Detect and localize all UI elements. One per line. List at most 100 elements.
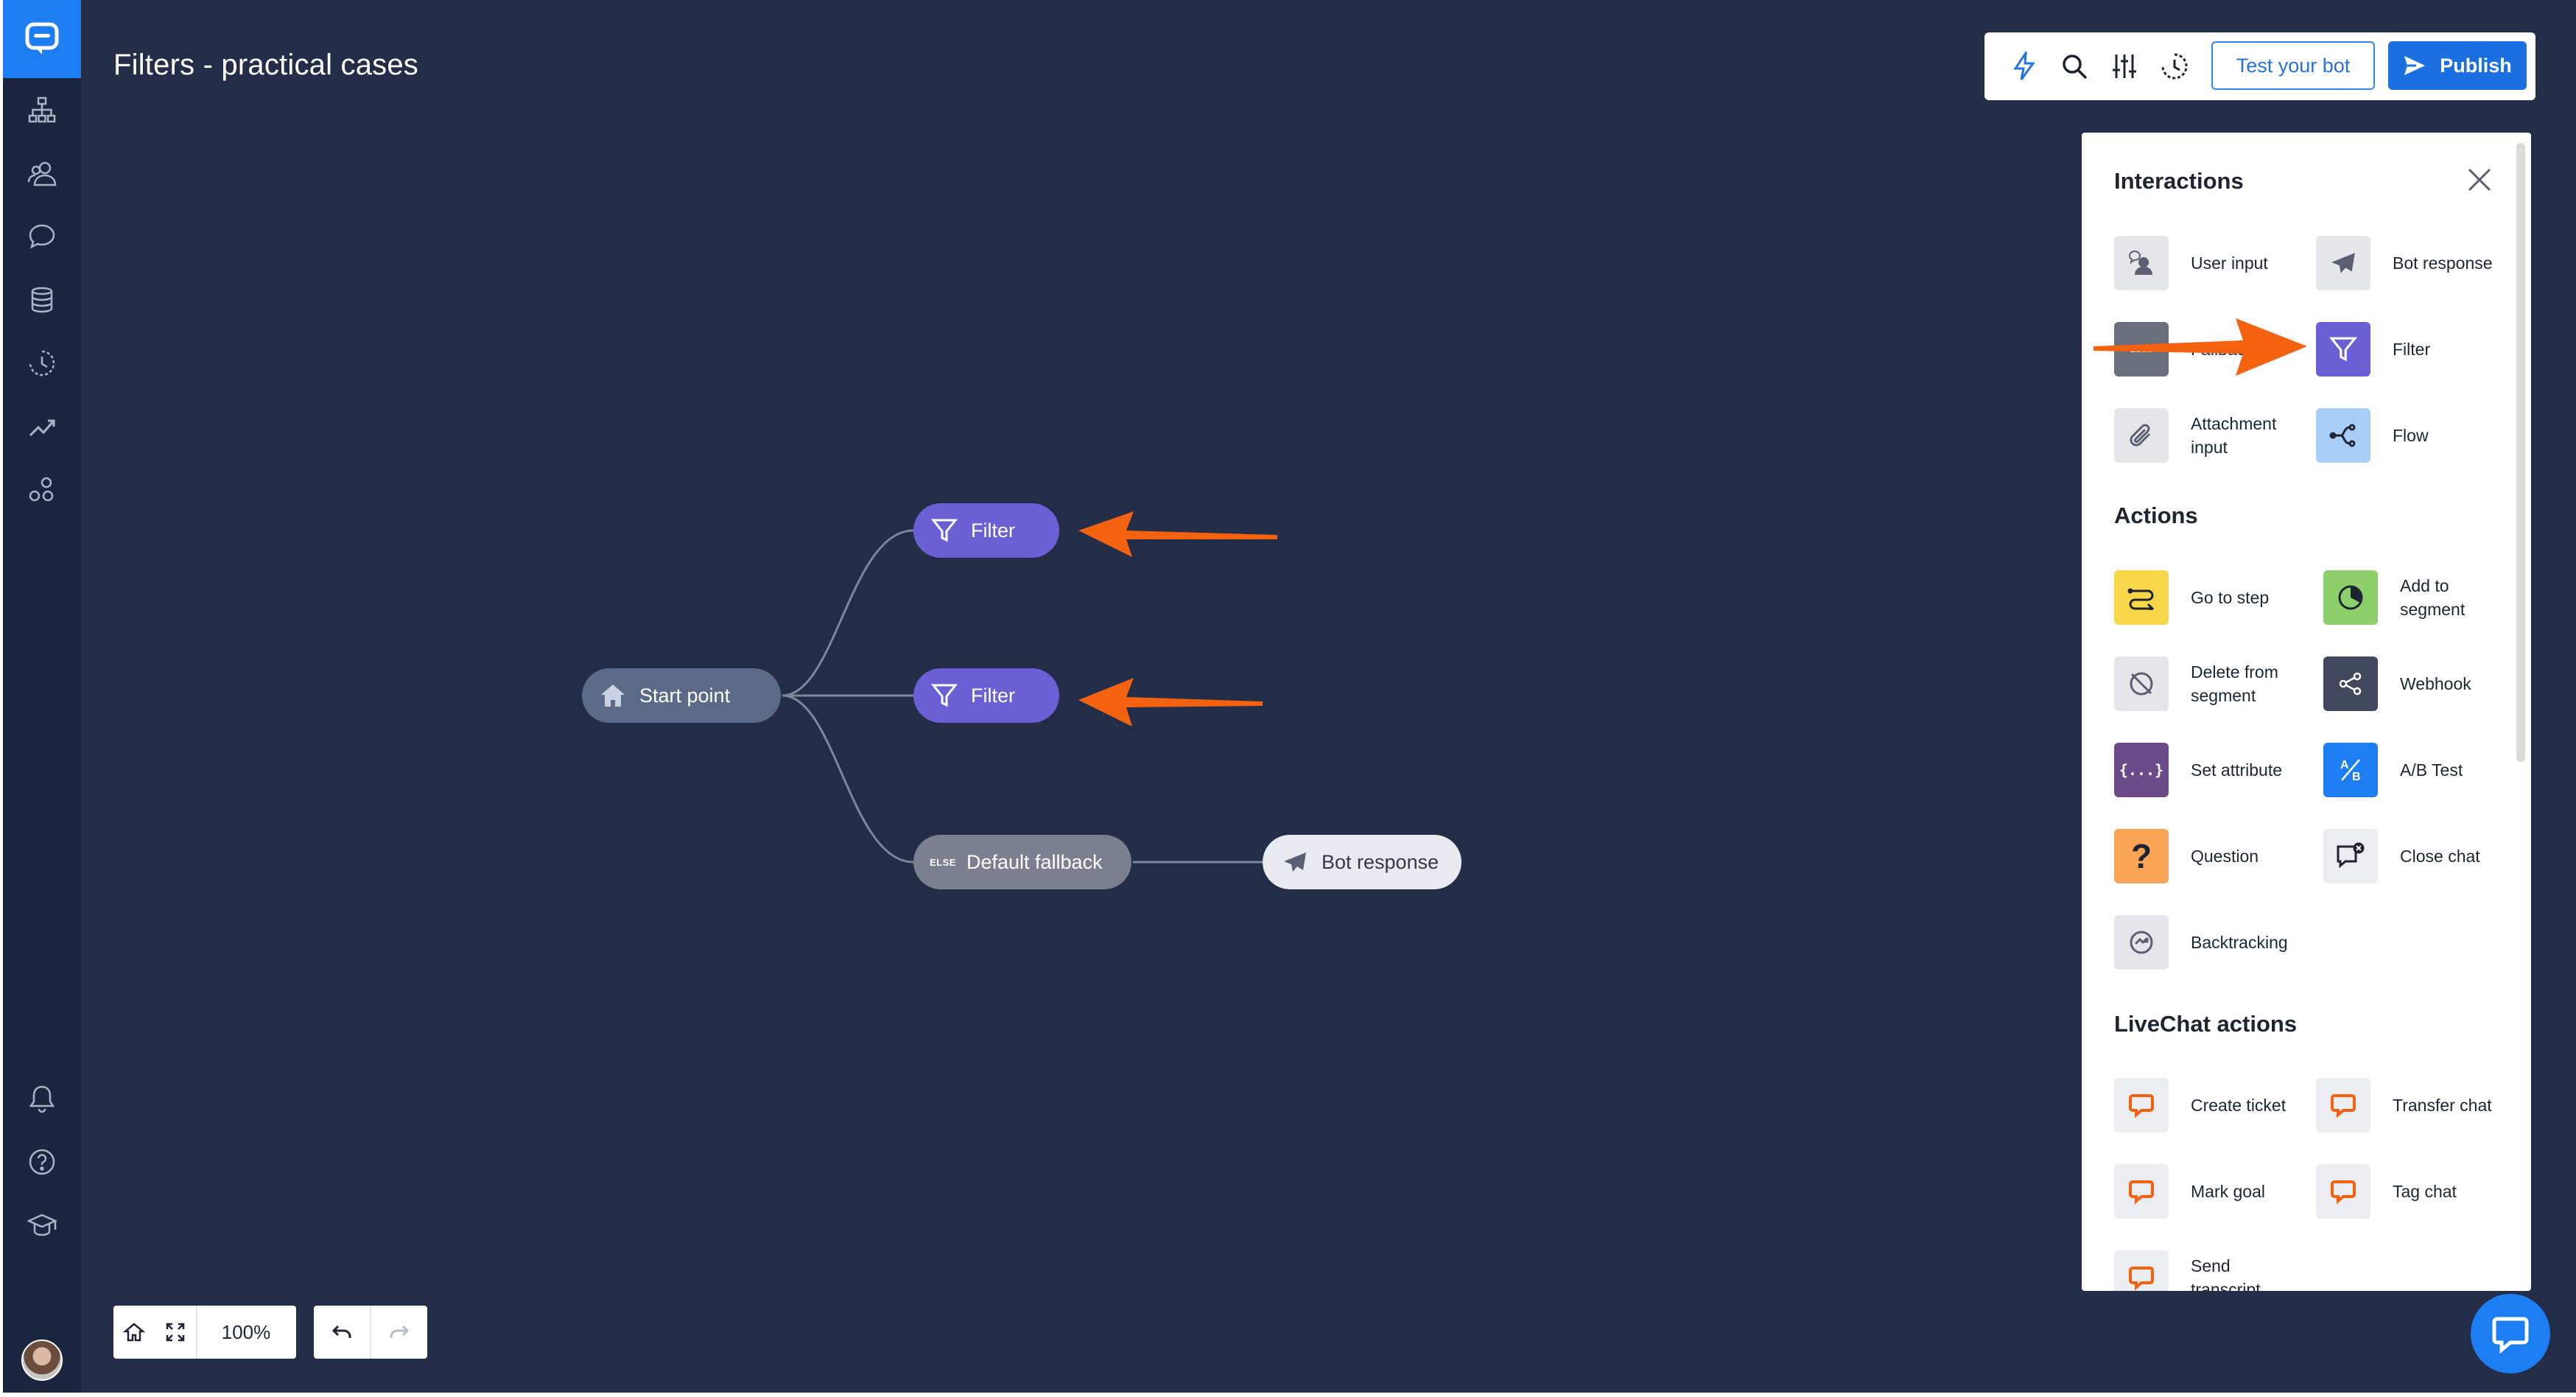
item-close-chat[interactable]: Close chat — [2323, 829, 2510, 883]
bot-response-node[interactable]: Bot response — [1263, 835, 1461, 889]
redo-icon[interactable] — [371, 1306, 427, 1359]
webhook-icon — [2323, 657, 2378, 711]
item-mark-goal[interactable]: Mark goal — [2114, 1164, 2301, 1219]
academy-icon[interactable] — [24, 1207, 60, 1244]
fit-screen-icon[interactable] — [155, 1306, 196, 1359]
item-transfer-chat[interactable]: Transfer chat — [2316, 1078, 2503, 1132]
chat-widget-button[interactable] — [2471, 1294, 2550, 1373]
step-library-panel: Interactions User input Bot response ELS… — [2082, 133, 2531, 1291]
svg-text:B: B — [2352, 771, 2361, 783]
filter-node-1[interactable]: Filter — [913, 503, 1059, 558]
actions-title: Actions — [2114, 503, 2198, 528]
flow-icon — [2316, 408, 2370, 463]
item-webhook[interactable]: Webhook — [2323, 657, 2510, 711]
annotation-arrow-3 — [2094, 318, 2307, 376]
chat-icon — [2492, 1317, 2529, 1354]
app-window: Filters - practical cases Test your bot … — [3, 0, 2576, 1393]
item-label: Add to segment — [2400, 576, 2466, 619]
item-label: Create ticket — [2191, 1096, 2287, 1115]
livechat-icon — [2114, 1078, 2169, 1132]
bolt-icon[interactable] — [2007, 49, 2042, 84]
close-chat-icon — [2323, 829, 2378, 883]
integrations-icon[interactable] — [24, 472, 60, 508]
item-label: Delete from segment — [2191, 662, 2278, 705]
bell-icon[interactable] — [24, 1080, 60, 1117]
annotation-arrow-1 — [1078, 511, 1277, 557]
close-icon[interactable] — [2465, 165, 2494, 195]
item-set-attribute[interactable]: {...} Set attribute — [2114, 743, 2301, 797]
item-label: Close chat — [2400, 847, 2480, 866]
start-point-label: Start point — [639, 684, 731, 707]
filter-node-2[interactable]: Filter — [913, 668, 1059, 723]
zoom-level[interactable]: 100% — [221, 1320, 271, 1343]
item-label: Tag chat — [2393, 1182, 2457, 1201]
history-icon[interactable] — [24, 345, 60, 382]
start-point-node[interactable]: Start point — [582, 668, 781, 723]
history-icon[interactable] — [2157, 49, 2192, 84]
segment-icon — [2323, 570, 2378, 625]
item-go-to-step[interactable]: Go to step — [2114, 570, 2301, 625]
item-question[interactable]: ? Question — [2114, 829, 2301, 883]
filter-label: Filter — [971, 684, 1015, 707]
item-add-to-segment[interactable]: Add to segment — [2323, 570, 2510, 625]
flows-icon[interactable] — [24, 91, 60, 128]
interactions-title: Interactions — [2114, 168, 2244, 194]
item-label: Attachment input — [2191, 414, 2277, 457]
publish-button[interactable]: Publish — [2388, 41, 2527, 90]
item-flow[interactable]: Flow — [2316, 408, 2503, 463]
panel-scrollbar[interactable] — [2516, 143, 2525, 762]
paperclip-icon — [2114, 408, 2169, 463]
svg-text:A: A — [2340, 759, 2349, 771]
bot-response-label: Bot response — [1322, 850, 1439, 873]
item-user-input[interactable]: User input — [2114, 236, 2301, 290]
reports-icon[interactable] — [24, 408, 60, 445]
user-input-icon — [2114, 236, 2169, 290]
question-icon: ? — [2114, 829, 2169, 883]
avatar[interactable] — [21, 1340, 63, 1381]
go-to-step-icon — [2114, 570, 2169, 625]
item-label: Set attribute — [2191, 760, 2283, 780]
backtracking-icon — [2114, 915, 2169, 970]
divider — [370, 1306, 371, 1359]
livechat-icon — [2114, 1164, 2169, 1219]
item-send-transcript[interactable]: Send transcript — [2114, 1250, 2301, 1291]
item-bot-response[interactable]: Bot response — [2316, 236, 2503, 290]
flow-connections — [782, 529, 1263, 864]
item-label: Question — [2191, 847, 2259, 866]
item-tag-chat[interactable]: Tag chat — [2316, 1164, 2503, 1219]
search-icon[interactable] — [2057, 49, 2092, 84]
default-fallback-node[interactable]: ELSE Default fallback — [913, 835, 1131, 889]
paper-plane-icon — [2316, 236, 2370, 290]
delete-segment-icon — [2114, 657, 2169, 711]
livechat-actions-title: LiveChat actions — [2114, 1011, 2298, 1037]
item-delete-from-segment[interactable]: Delete from segment — [2114, 657, 2301, 711]
else-icon: ELSE — [930, 856, 956, 868]
chatbot-logo-icon[interactable] — [3, 0, 81, 78]
filter-icon — [930, 516, 959, 545]
test-your-bot-button[interactable]: Test your bot — [2211, 41, 2375, 90]
item-attachment-input[interactable]: Attachment input — [2114, 408, 2301, 463]
default-fallback-label: Default fallback — [966, 850, 1103, 873]
item-create-ticket[interactable]: Create ticket — [2114, 1078, 2301, 1132]
chats-icon[interactable] — [24, 218, 60, 255]
item-label: Webhook — [2400, 674, 2471, 693]
divider — [196, 1306, 197, 1359]
item-backtracking[interactable]: Backtracking — [2114, 915, 2301, 970]
filter-label: Filter — [971, 519, 1015, 542]
undo-icon[interactable] — [314, 1306, 370, 1359]
database-icon[interactable] — [24, 281, 60, 318]
filter-icon — [2316, 322, 2370, 377]
item-label: Bot response — [2393, 253, 2493, 273]
item-label: User input — [2191, 253, 2268, 273]
page-title: Filters - practical cases — [113, 49, 418, 81]
attribute-icon: {...} — [2114, 743, 2169, 797]
sliders-icon[interactable] — [2107, 49, 2142, 84]
help-icon[interactable] — [24, 1144, 60, 1180]
paper-plane-icon — [1280, 847, 1310, 877]
audience-icon[interactable] — [24, 155, 60, 192]
item-label: A/B Test — [2400, 760, 2463, 780]
item-filter[interactable]: Filter — [2316, 322, 2503, 377]
home-icon[interactable] — [113, 1306, 155, 1359]
zoom-controls: 100% — [113, 1306, 296, 1359]
